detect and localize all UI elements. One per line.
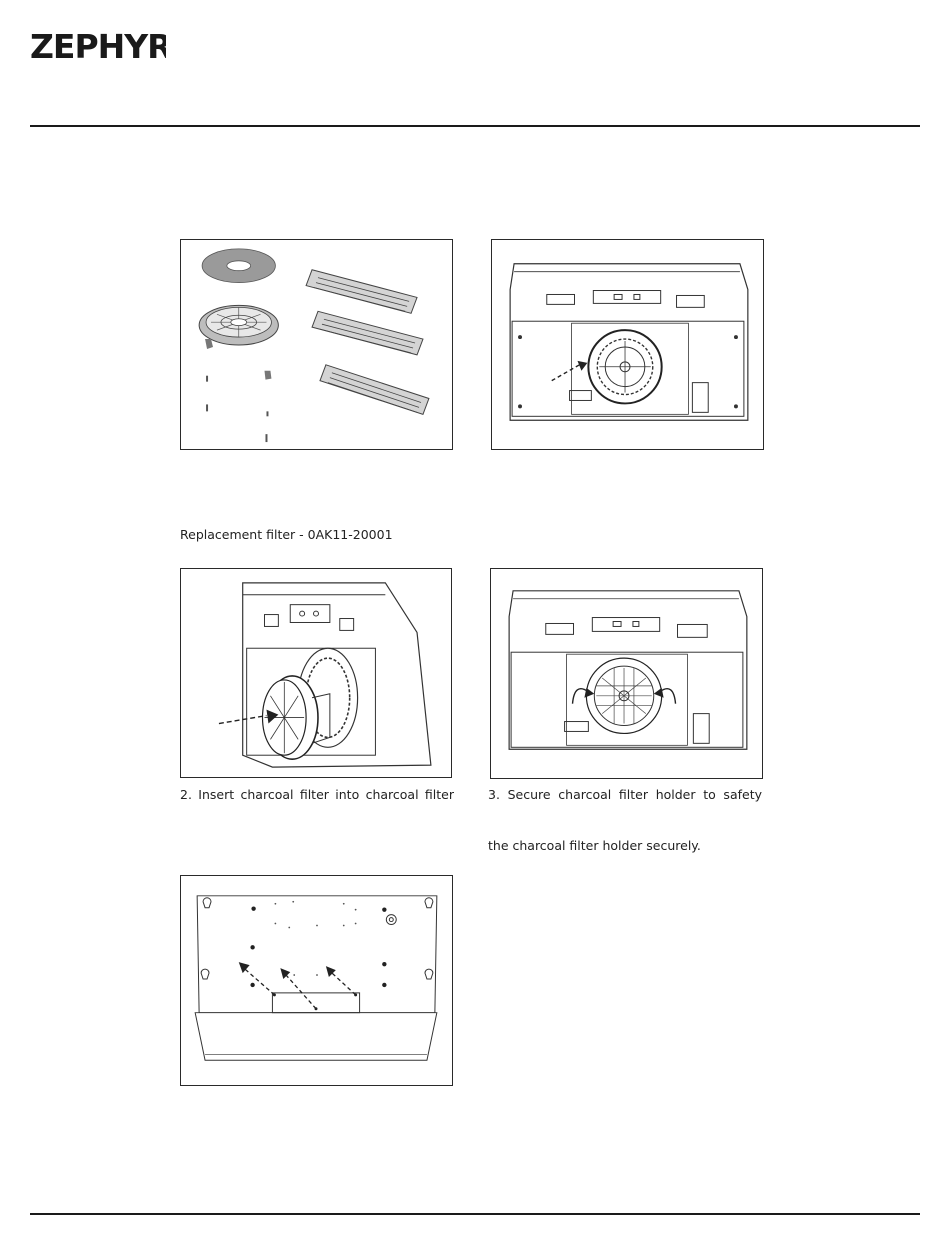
hood-angled-illustration [181,569,451,777]
step2-instruction: 2. Insert charcoal filter into charcoal … [180,787,454,803]
figure-underside-view [180,875,453,1086]
figure-kit-contents [180,239,453,450]
kit-parts-illustration [181,240,452,449]
step3-instruction-continued: the charcoal filter holder securely. [488,838,701,854]
baffle-filter-2 [312,311,423,355]
header-divider [30,125,920,127]
zephyr-logo: ZEPHYR [30,28,166,62]
logo-text: ZEPHYR [30,28,166,62]
hood-front-secured-illustration [491,569,762,778]
footer-divider [30,1213,920,1215]
figure-step1-hood [491,239,764,450]
hood-front-illustration [492,240,763,449]
figure-step3-secure-holder [490,568,763,779]
step3-instruction: 3. Secure charcoal filter holder to safe… [488,787,762,803]
hood-underside-illustration [181,876,452,1085]
baffle-filter-1 [306,270,417,314]
baffle-filter-3 [320,365,429,415]
replacement-filter-label: Replacement filter - 0AK11-20001 [180,527,393,543]
figure-step2-insert-filter [180,568,452,778]
